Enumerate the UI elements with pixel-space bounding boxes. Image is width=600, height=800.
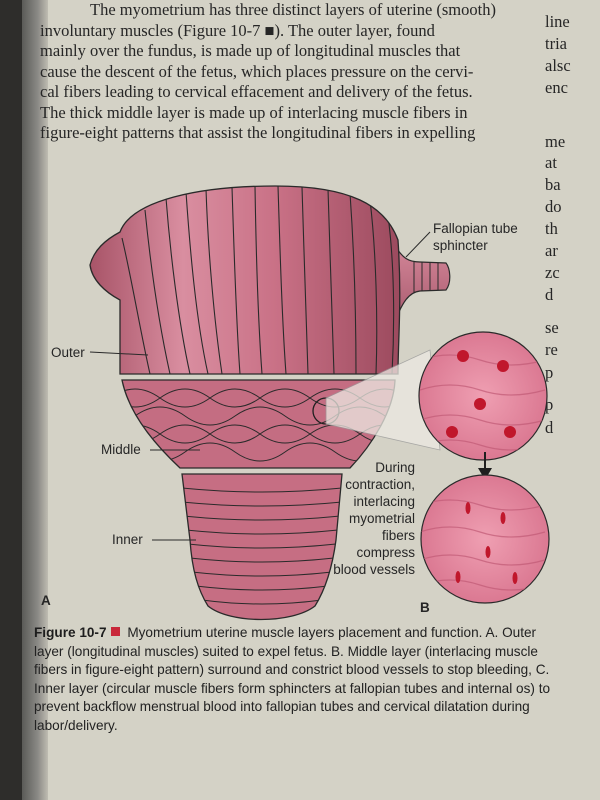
right-col-fragment: p: [545, 363, 554, 382]
contraction-line: myometrial: [349, 511, 415, 526]
right-col-fragment: zc: [545, 263, 560, 282]
label-outer: Outer: [51, 345, 85, 360]
outer-layer: [89, 185, 401, 375]
right-col-fragment: me: [545, 132, 566, 151]
zoom-cone: [325, 349, 441, 451]
right-col-fragment: se: [545, 318, 559, 337]
right-col-fragment: d: [545, 285, 554, 304]
right-col-fragment: at: [545, 153, 557, 172]
label-panel-b: B: [420, 600, 430, 615]
body-text: The myometrium has three distinct layers…: [40, 0, 560, 144]
inner-layer: [181, 473, 343, 621]
label-panel-a: A: [41, 593, 51, 608]
right-col-fragment: re: [545, 340, 558, 359]
body-line: involuntary muscles (Figure 10-7 ■). The…: [40, 20, 435, 40]
zoom-circle-contracted: [420, 474, 550, 604]
arrow-down-icon: [478, 452, 492, 480]
right-col-fragment: d: [545, 418, 554, 437]
body-line: cal fibers leading to cervical effacemen…: [40, 82, 473, 101]
body-line: figure-eight patterns that assist the lo…: [40, 123, 476, 142]
right-col-fragment: do: [545, 197, 562, 216]
label-fallopian-tube: Fallopian tube: [433, 221, 518, 236]
contraction-line: fibers: [382, 528, 415, 543]
book-spine: [22, 0, 48, 800]
leader-lines: [89, 231, 431, 541]
contraction-line: During: [375, 460, 415, 475]
caption-text: Myometrium uterine muscle layers placeme…: [34, 625, 551, 733]
body-line: cause the descent of the fetus, which pl…: [40, 61, 474, 81]
right-col-fragment: alsc: [545, 56, 571, 75]
blood-vessel-compressed: [455, 502, 518, 584]
right-col-fragment: p: [545, 395, 554, 414]
contraction-line: compress: [356, 545, 415, 560]
caption-marker-icon: [110, 627, 120, 636]
zoom-circle-relaxed: [418, 331, 548, 461]
caption-figure-number: Figure 10-7: [34, 625, 107, 640]
contraction-line: contraction,: [345, 477, 415, 492]
contraction-line: blood vessels: [333, 562, 415, 577]
contraction-line: interlacing: [353, 494, 415, 509]
label-middle: Middle: [101, 442, 141, 457]
right-col-fragment: line: [545, 12, 570, 31]
body-line: The myometrium has three distinct layers…: [90, 0, 496, 19]
label-sphincter: sphincter: [433, 238, 488, 253]
right-col-fragment: ar: [545, 241, 558, 260]
right-col-fragment: enc: [545, 78, 568, 97]
contraction-text: During contraction, interlacing myometri…: [333, 460, 415, 577]
blood-vessel-open: [446, 350, 516, 438]
right-col-fragment: th: [545, 219, 558, 238]
right-col-fragment: ba: [545, 175, 561, 194]
fallopian-tube: [391, 239, 451, 331]
body-line: mainly over the fundus, is made up of lo…: [40, 41, 461, 60]
right-col-fragment: tria: [545, 34, 567, 53]
figure-caption: Figure 10-7 Myometrium uterine muscle la…: [34, 624, 564, 736]
label-inner: Inner: [112, 532, 143, 547]
body-line: The thick middle layer is made up of int…: [40, 102, 468, 122]
